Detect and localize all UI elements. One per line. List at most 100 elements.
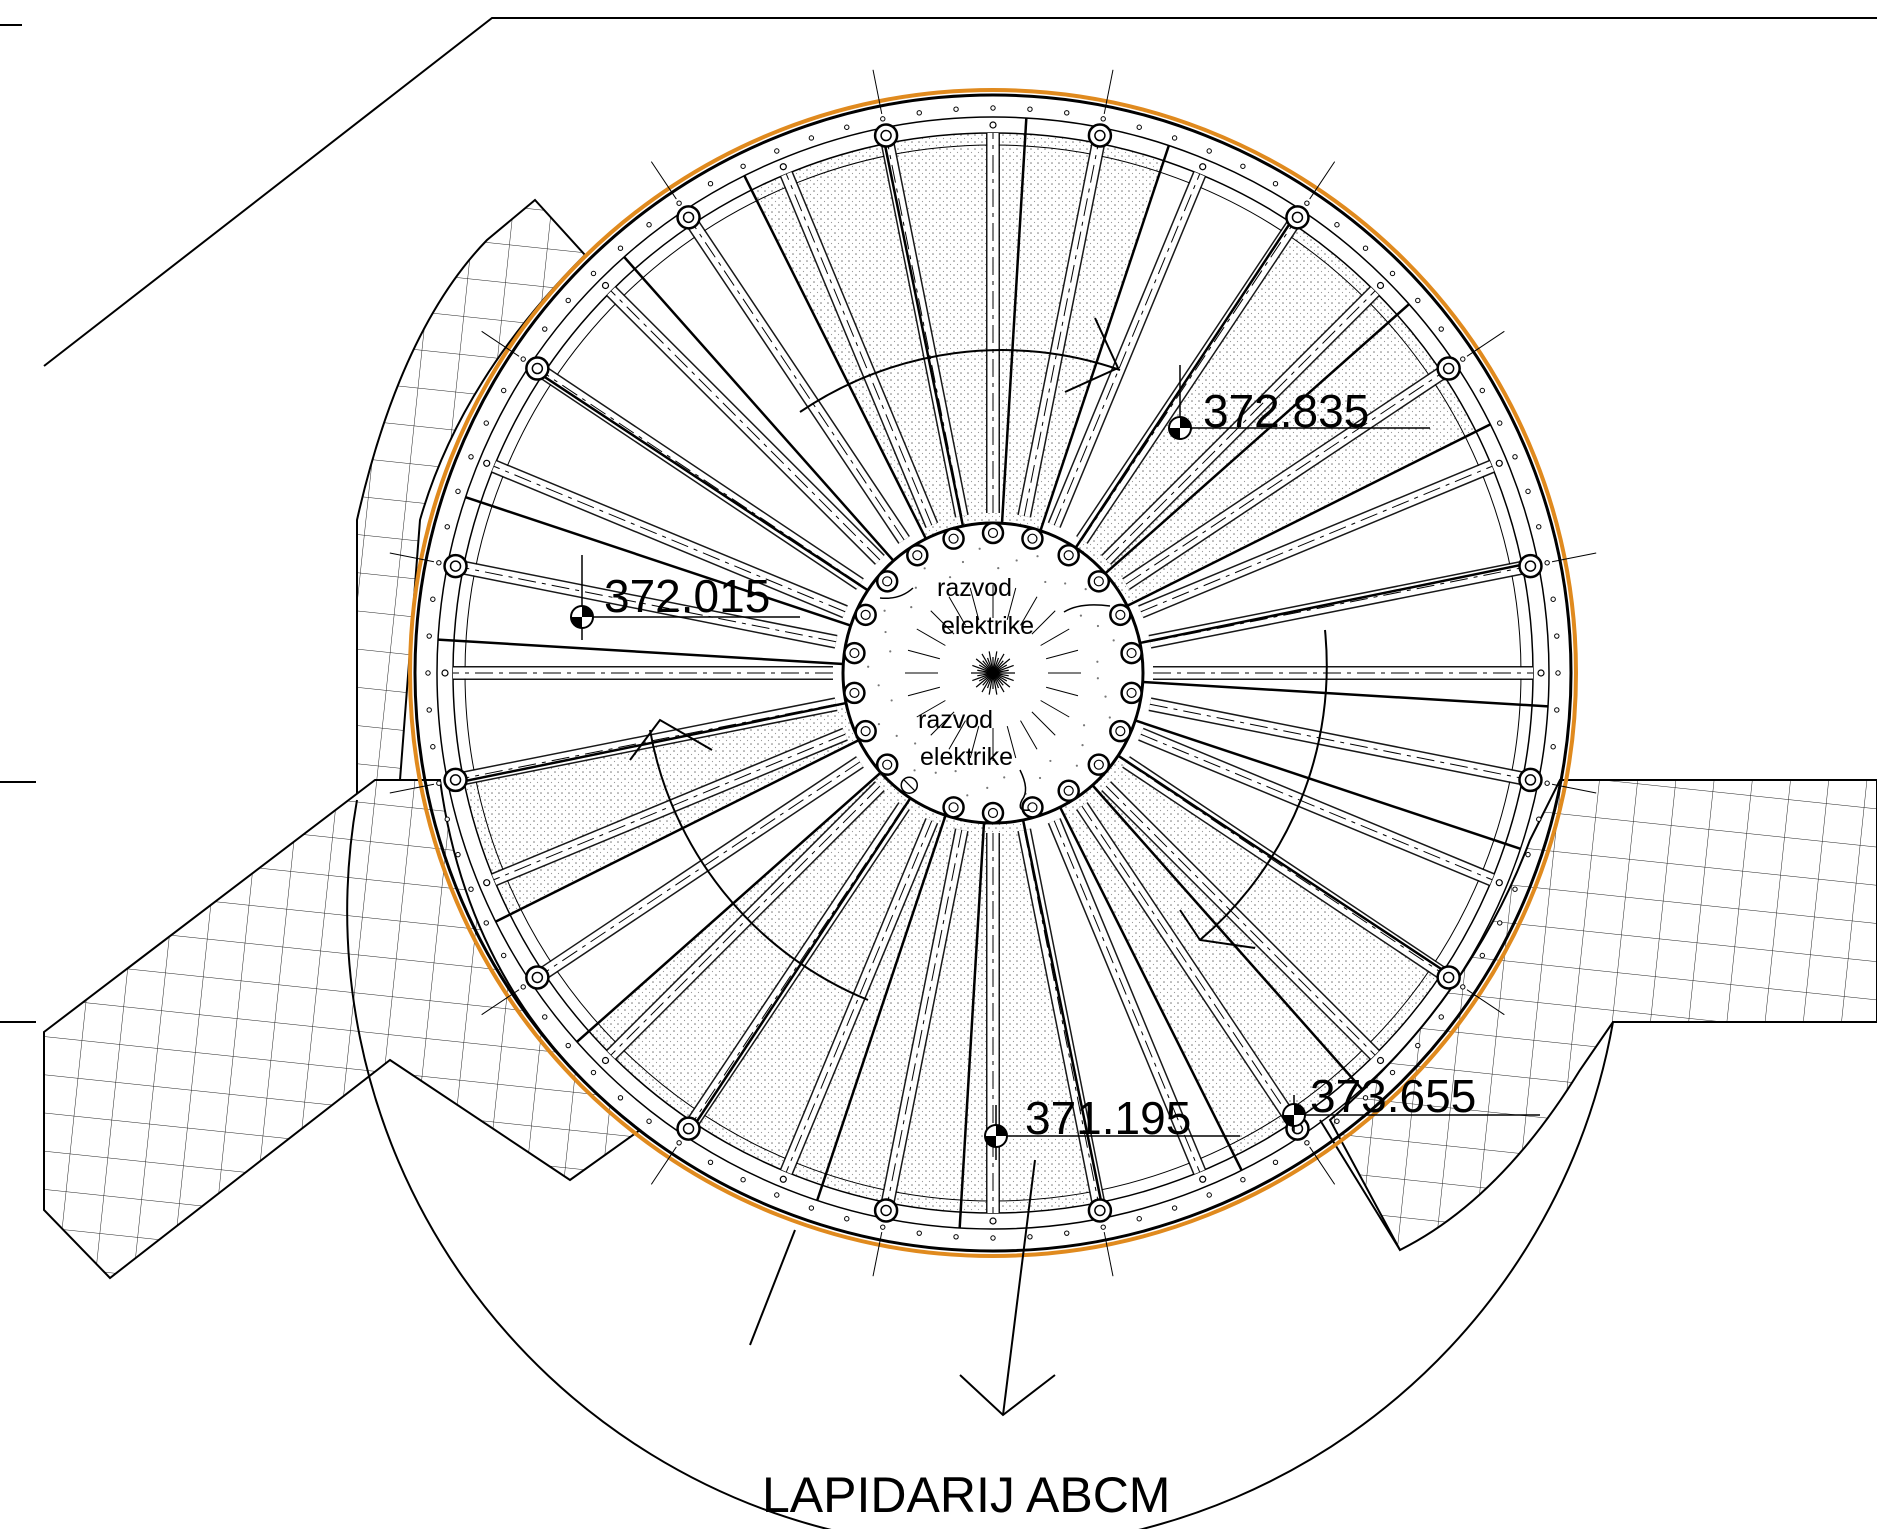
ring-bolt: [1100, 116, 1106, 122]
ring-bolt: [1362, 1095, 1369, 1101]
beam-centerline: [785, 820, 933, 1173]
anchor-dot: [989, 121, 997, 129]
hub-dot: [884, 630, 887, 634]
starburst-ray: [981, 672, 994, 693]
perimeter-ticks: [389, 69, 1597, 1277]
hub-dot: [997, 567, 1000, 570]
perimeter-tick: [872, 1231, 883, 1277]
beam-centerline: [493, 733, 846, 881]
beam-centerline: [1023, 829, 1099, 1203]
ring-bolt: [1544, 780, 1550, 786]
anchor-dot: [441, 669, 449, 677]
ring-bolt: [740, 163, 746, 169]
column-core: [1524, 560, 1537, 572]
perimeter-tick: [481, 330, 520, 357]
ring-bolt: [436, 560, 442, 566]
hub-ray: [948, 720, 966, 750]
hub-dot: [966, 794, 969, 797]
hub-dot: [986, 786, 989, 789]
sector-divider: [528, 365, 869, 592]
hub-dot: [877, 684, 880, 687]
hub-dot: [914, 586, 917, 589]
ring-bolt: [646, 1118, 652, 1124]
ring-bolt: [1334, 222, 1340, 228]
sector-divider: [1074, 208, 1301, 549]
column-core: [1094, 1204, 1106, 1217]
ring-bolt: [565, 1042, 571, 1049]
ring-bolt: [1554, 707, 1560, 713]
starburst-ray: [988, 672, 994, 695]
starburst-ray: [992, 669, 1009, 674]
hub-dot: [1075, 764, 1078, 767]
ring-bolt: [1272, 180, 1279, 187]
starburst-ray: [992, 672, 998, 695]
starburst-ray: [992, 672, 1005, 693]
ring-bolt: [1027, 106, 1033, 112]
ring-bolt: [1460, 984, 1466, 990]
sector-divider: [437, 638, 844, 666]
ring-bolt: [590, 270, 597, 277]
ring-bolt: [1304, 200, 1310, 206]
sector-fill: [1075, 222, 1398, 574]
beam-centerline: [610, 290, 881, 561]
hub-column-core: [1115, 726, 1126, 737]
hub-ray: [1040, 700, 1070, 718]
anchor-dot: [779, 1175, 787, 1183]
note-lower-line1: razvod: [918, 706, 993, 734]
beam-centerline: [463, 567, 837, 643]
note-lower-line2: elektrike: [920, 743, 1013, 771]
hub-ray: [1031, 711, 1056, 736]
anchor-dot: [989, 1217, 997, 1225]
elevation-marker-s: 371.195: [984, 1092, 1240, 1160]
hub-column-core: [948, 533, 959, 544]
ring-bolt: [1497, 420, 1503, 426]
beam-centerline: [543, 761, 861, 974]
hub-dot: [1079, 614, 1083, 617]
hub-column-core: [987, 527, 999, 539]
column-core: [1524, 774, 1537, 786]
ring-bolt: [468, 886, 474, 892]
perimeter-tick: [1309, 1146, 1336, 1185]
anchor-dot: [1199, 163, 1207, 171]
ring-bolt: [707, 180, 714, 187]
ring-bolt: [1438, 326, 1444, 332]
hub-ray: [907, 686, 941, 697]
sector-divider: [576, 771, 882, 1043]
note-upper-line1: razvod: [937, 574, 1012, 602]
ring-bolt: [1206, 1192, 1212, 1198]
hub-column-core: [882, 576, 893, 587]
sector-divider: [1000, 117, 1028, 524]
hub-dot: [1082, 724, 1086, 727]
hub-ray: [1006, 587, 1017, 621]
ring-bolt: [774, 1192, 780, 1198]
sector-divider: [1091, 784, 1363, 1090]
ring-bolt: [426, 633, 432, 639]
hub-dot: [948, 576, 952, 579]
ring-bolt: [646, 222, 652, 228]
ring-bolt: [1415, 297, 1421, 304]
hub-dot: [914, 742, 917, 745]
hub-dot: [895, 734, 898, 737]
sector-divider: [448, 701, 847, 786]
sector-fill: [1092, 755, 1444, 1078]
perimeter-tick: [1103, 69, 1114, 115]
ring-bolt: [520, 356, 526, 362]
hub-dot: [890, 699, 893, 702]
anchor-dot: [601, 1056, 610, 1065]
hub-ray: [948, 596, 966, 626]
starburst-ray: [972, 672, 994, 682]
beam-centerline: [543, 372, 861, 585]
ring-bolt: [676, 200, 682, 206]
perimeter-tick: [650, 1146, 677, 1185]
ring-bolt: [916, 1230, 922, 1236]
starburst-ray: [975, 672, 994, 688]
hub-column-core: [1027, 802, 1038, 813]
ring-bolt: [1389, 1069, 1396, 1076]
hub-ray: [1040, 628, 1070, 646]
hub-dot: [961, 560, 965, 564]
ring-bolt: [455, 488, 461, 495]
sector-divider: [1142, 680, 1549, 708]
perimeter-tick: [1551, 552, 1597, 563]
note-lower: razvod elektrike: [918, 706, 1031, 812]
perimeter-tick: [1551, 783, 1597, 794]
